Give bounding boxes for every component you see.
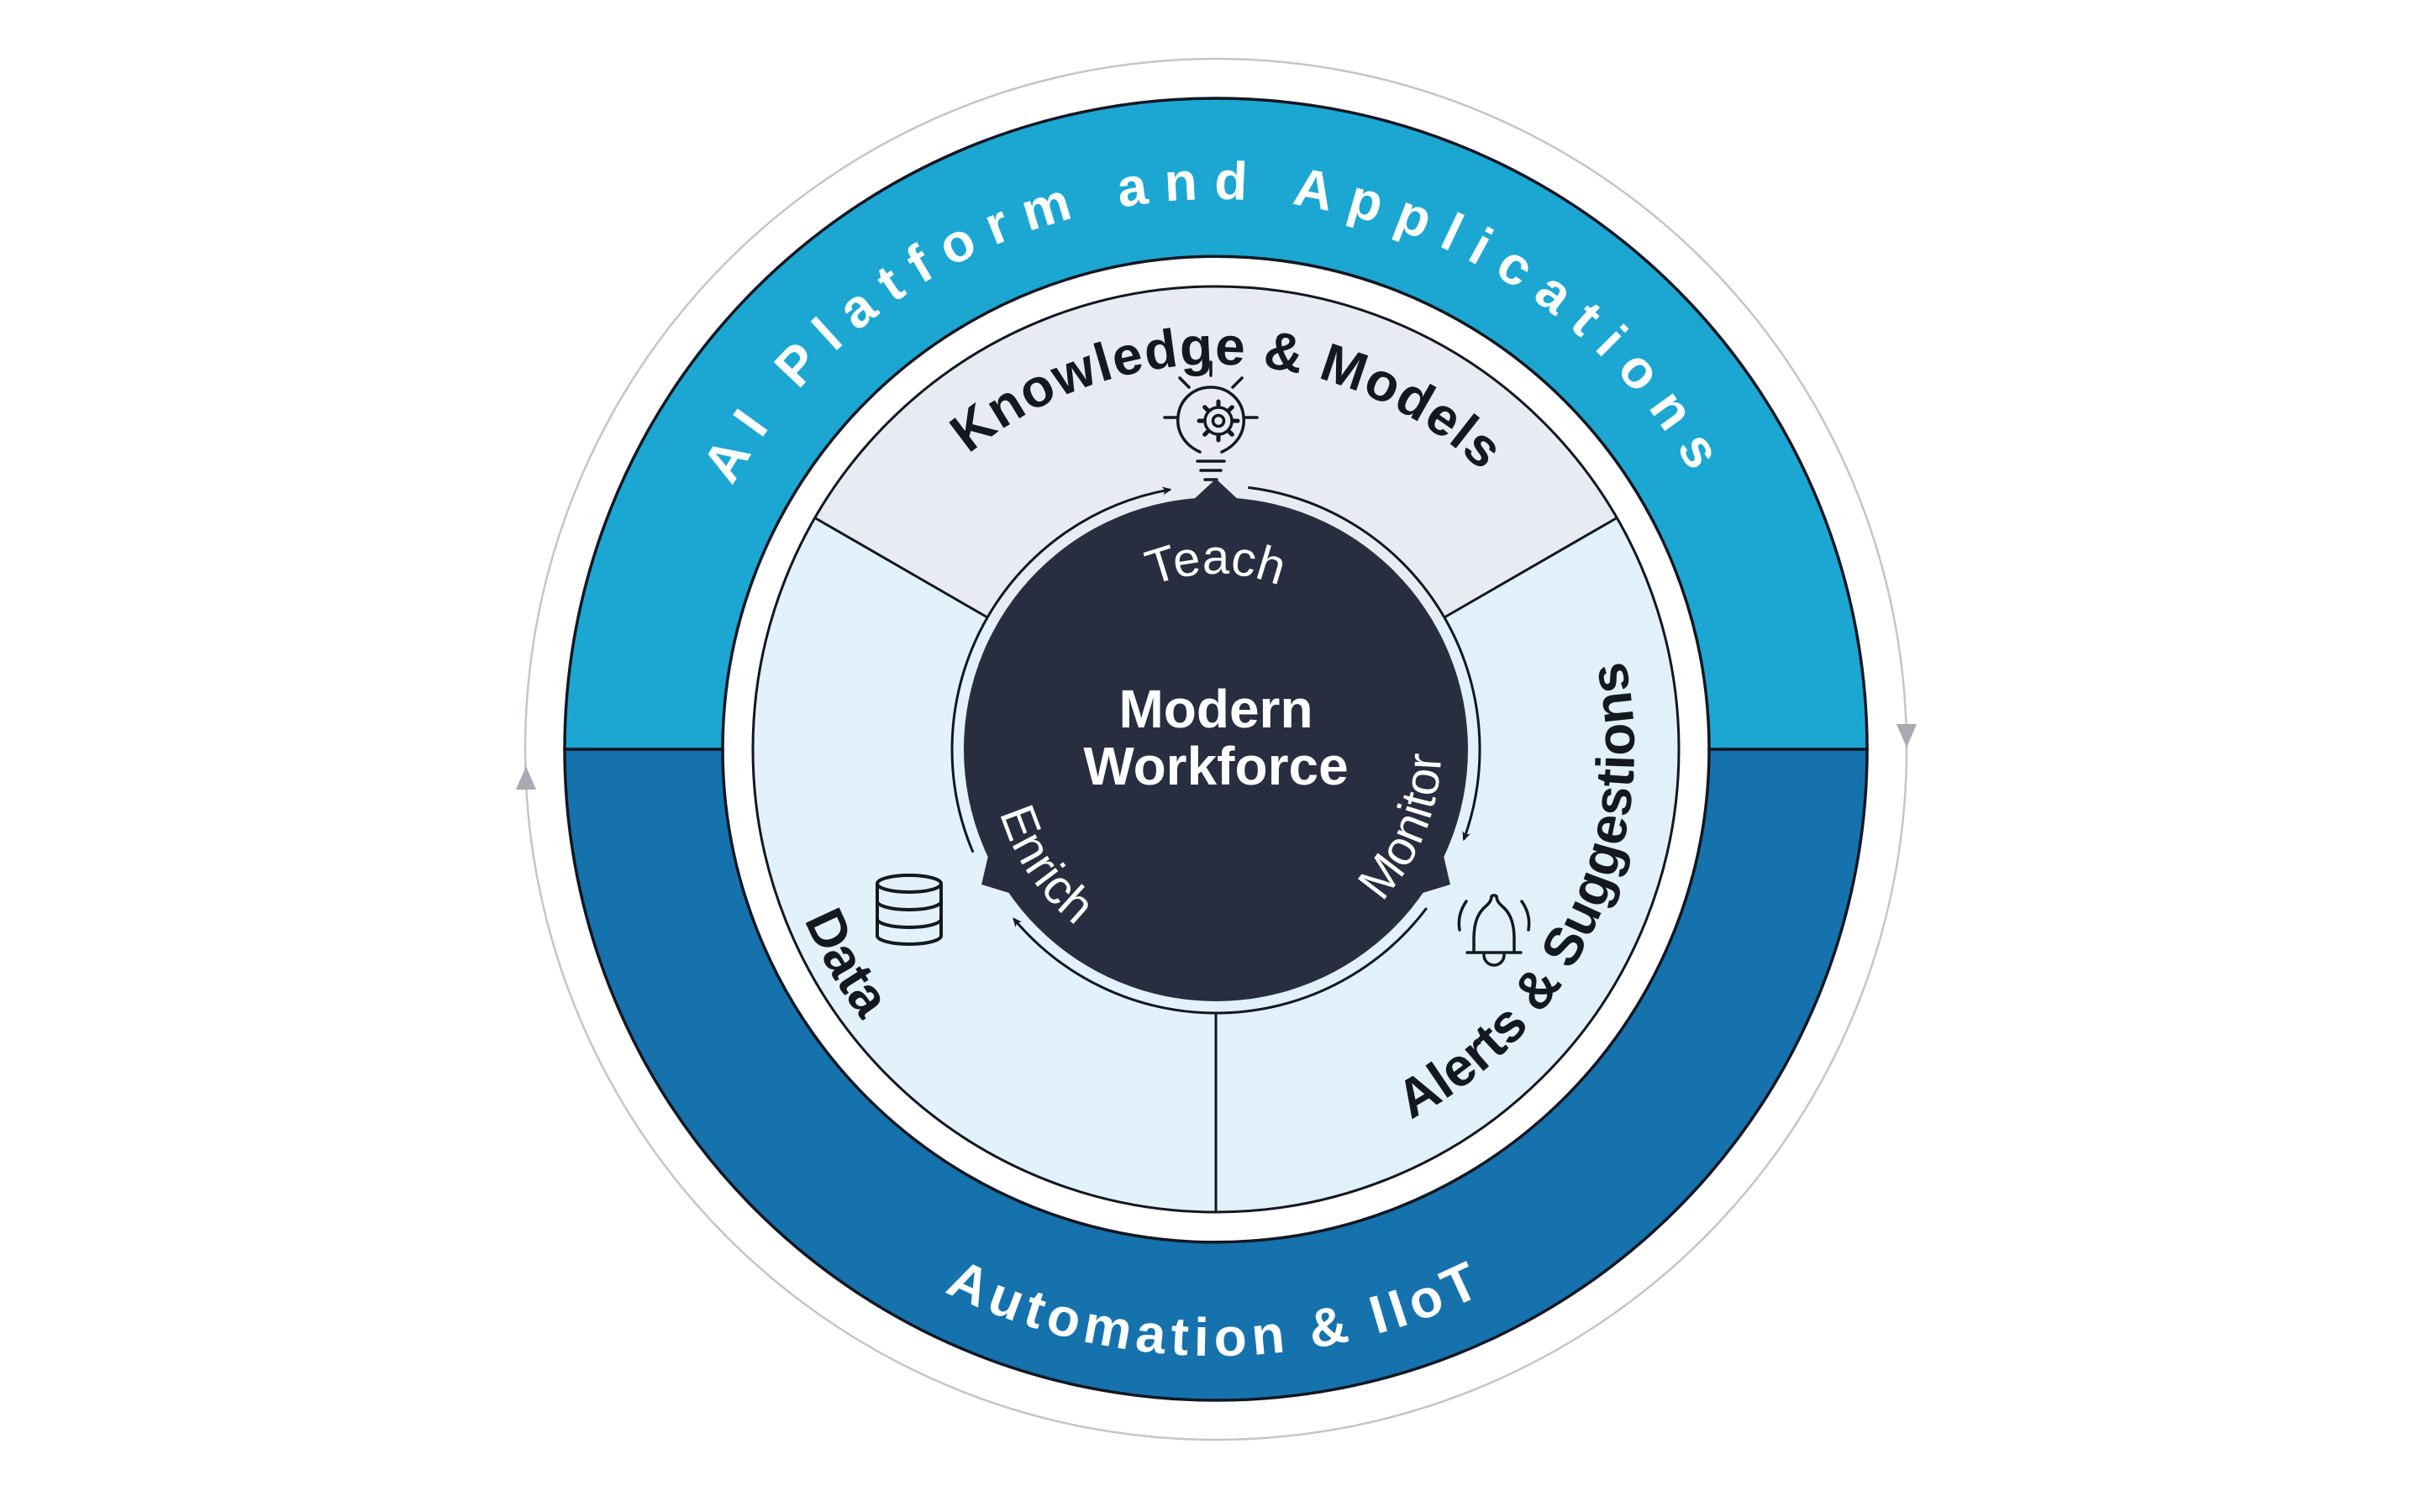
core-peak-lower-left bbox=[981, 847, 1018, 896]
bell-icon bbox=[1457, 894, 1531, 967]
core-circle bbox=[964, 497, 1468, 1001]
core-peak-top bbox=[1187, 479, 1244, 505]
outer-ring-bottom-half bbox=[563, 748, 1869, 1402]
sector-divider-upper-left bbox=[814, 517, 988, 619]
lightbulb-gear-icon bbox=[1163, 360, 1259, 481]
core: Modern Workforce Teach Monitor Enrich bbox=[964, 479, 1468, 1001]
clockwise-rotation-arrow-left-icon bbox=[516, 766, 536, 790]
outer-ring-top-half bbox=[563, 97, 1869, 751]
core-title-line1: Modern bbox=[1118, 679, 1313, 739]
clockwise-arrow-icon bbox=[950, 486, 1481, 1015]
rotation-ring bbox=[516, 57, 1917, 1441]
clockwise-rotation-arrow-right-icon bbox=[1897, 724, 1917, 748]
gear-icon bbox=[1197, 399, 1240, 443]
cycle-arc-enrich-to-teach bbox=[950, 486, 1172, 853]
cycle-arc-monitor-to-enrich bbox=[1013, 907, 1428, 1015]
cycle-arc-teach-to-monitor bbox=[1248, 486, 1481, 842]
core-peak-lower-right bbox=[1413, 847, 1450, 896]
core-title-line2: Workforce bbox=[1083, 736, 1348, 796]
rotation-ring-circle bbox=[523, 57, 1908, 1441]
sector-divider-upper-right bbox=[1444, 517, 1618, 619]
database-icon bbox=[876, 874, 943, 946]
